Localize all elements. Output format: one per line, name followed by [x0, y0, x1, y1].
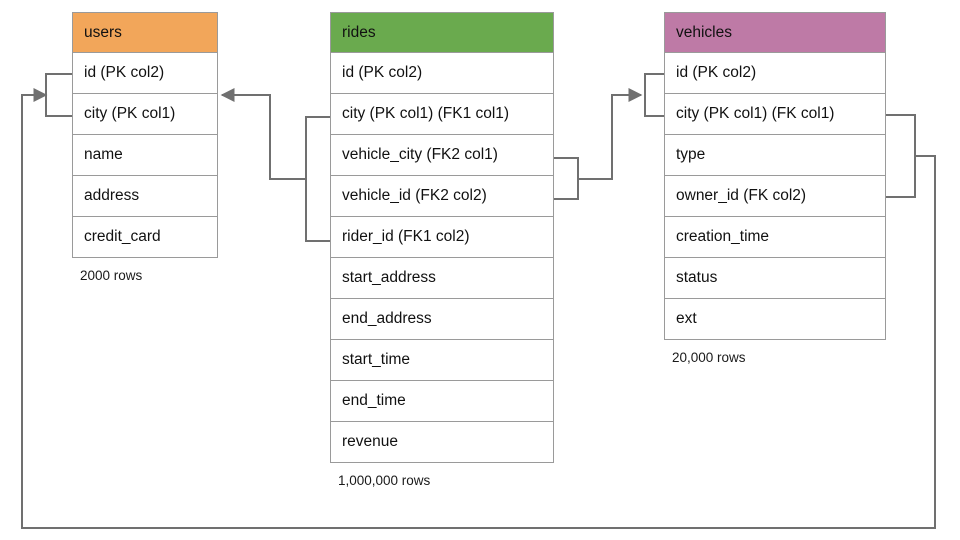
entity-users-column-credit-card[interactable]: credit_card	[72, 217, 218, 258]
column-label: id (PK col2)	[342, 64, 423, 82]
entity-rides[interactable]: rides id (PK col2) city (PK col1) (FK1 c…	[330, 12, 554, 488]
column-label: name	[84, 146, 123, 164]
column-label: creation_time	[676, 228, 770, 246]
column-label: city (PK col1) (FK1 col1)	[342, 105, 510, 123]
connector-users-left-bracket	[45, 73, 72, 117]
entity-rides-row-count: 1,000,000 rows	[338, 473, 431, 488]
column-label: end_address	[342, 310, 432, 328]
entity-users-column-address[interactable]: address	[72, 176, 218, 217]
entity-rides-column-end-address[interactable]: end_address	[330, 299, 554, 340]
entity-rides-column-vehicle-id[interactable]: vehicle_id (FK2 col2)	[330, 176, 554, 217]
column-label: credit_card	[84, 228, 161, 246]
entity-rides-header: rides	[330, 12, 554, 53]
column-label: id (PK col2)	[84, 64, 165, 82]
entity-rides-title: rides	[342, 23, 376, 41]
column-label: vehicle_city (FK2 col1)	[342, 146, 498, 164]
entity-users-column-city[interactable]: city (PK col1)	[72, 94, 218, 135]
column-label: address	[84, 187, 140, 205]
entity-rides-column-end-time[interactable]: end_time	[330, 381, 554, 422]
entity-rides-column-start-address[interactable]: start_address	[330, 258, 554, 299]
column-label: start_time	[342, 351, 411, 369]
entity-vehicles-row-count: 20,000 rows	[672, 350, 746, 365]
entity-rides-column-vehicle-city[interactable]: vehicle_city (FK2 col1)	[330, 135, 554, 176]
entity-rides-column-city[interactable]: city (PK col1) (FK1 col1)	[330, 94, 554, 135]
connector-rides-left-bracket	[305, 116, 330, 242]
entity-vehicles-column-type[interactable]: type	[664, 135, 886, 176]
entity-rides-column-revenue[interactable]: revenue	[330, 422, 554, 463]
connector-vehicles-left-bracket	[644, 73, 664, 117]
connector-vehicles-right-bracket	[886, 114, 916, 198]
connector-rides-right-bracket	[554, 157, 579, 200]
column-label: city (PK col1) (FK col1)	[676, 105, 835, 123]
entity-vehicles-title: vehicles	[676, 23, 732, 41]
column-label: owner_id (FK col2)	[676, 187, 807, 205]
entity-users[interactable]: users id (PK col2) city (PK col1) name a…	[72, 12, 218, 283]
column-label: vehicle_id (FK2 col2)	[342, 187, 487, 205]
entity-rides-column-id[interactable]: id (PK col2)	[330, 53, 554, 94]
entity-vehicles-header: vehicles	[664, 12, 886, 53]
column-label: revenue	[342, 433, 399, 451]
entity-rides-column-rider-id[interactable]: rider_id (FK1 col2)	[330, 217, 554, 258]
entity-vehicles[interactable]: vehicles id (PK col2) city (PK col1) (FK…	[664, 12, 886, 365]
entity-vehicles-column-owner-id[interactable]: owner_id (FK col2)	[664, 176, 886, 217]
column-label: start_address	[342, 269, 436, 287]
column-label: type	[676, 146, 706, 164]
column-label: rider_id (FK1 col2)	[342, 228, 470, 246]
entity-users-row-count: 2000 rows	[80, 268, 143, 283]
entity-vehicles-column-ext[interactable]: ext	[664, 299, 886, 340]
column-label: end_time	[342, 392, 406, 410]
column-label: city (PK col1)	[84, 105, 176, 123]
entity-vehicles-column-city[interactable]: city (PK col1) (FK col1)	[664, 94, 886, 135]
entity-users-column-name[interactable]: name	[72, 135, 218, 176]
entity-rides-column-start-time[interactable]: start_time	[330, 340, 554, 381]
column-label: ext	[676, 310, 697, 328]
connector-fk1-rides-to-users	[220, 88, 306, 180]
entity-vehicles-column-creation-time[interactable]: creation_time	[664, 217, 886, 258]
column-label: status	[676, 269, 718, 287]
entity-users-column-id[interactable]: id (PK col2)	[72, 53, 218, 94]
connector-fk2-rides-to-vehicles	[578, 88, 643, 180]
column-label: id (PK col2)	[676, 64, 757, 82]
entity-vehicles-column-id[interactable]: id (PK col2)	[664, 53, 886, 94]
entity-users-title: users	[84, 23, 122, 41]
entity-vehicles-column-status[interactable]: status	[664, 258, 886, 299]
entity-users-header: users	[72, 12, 218, 53]
